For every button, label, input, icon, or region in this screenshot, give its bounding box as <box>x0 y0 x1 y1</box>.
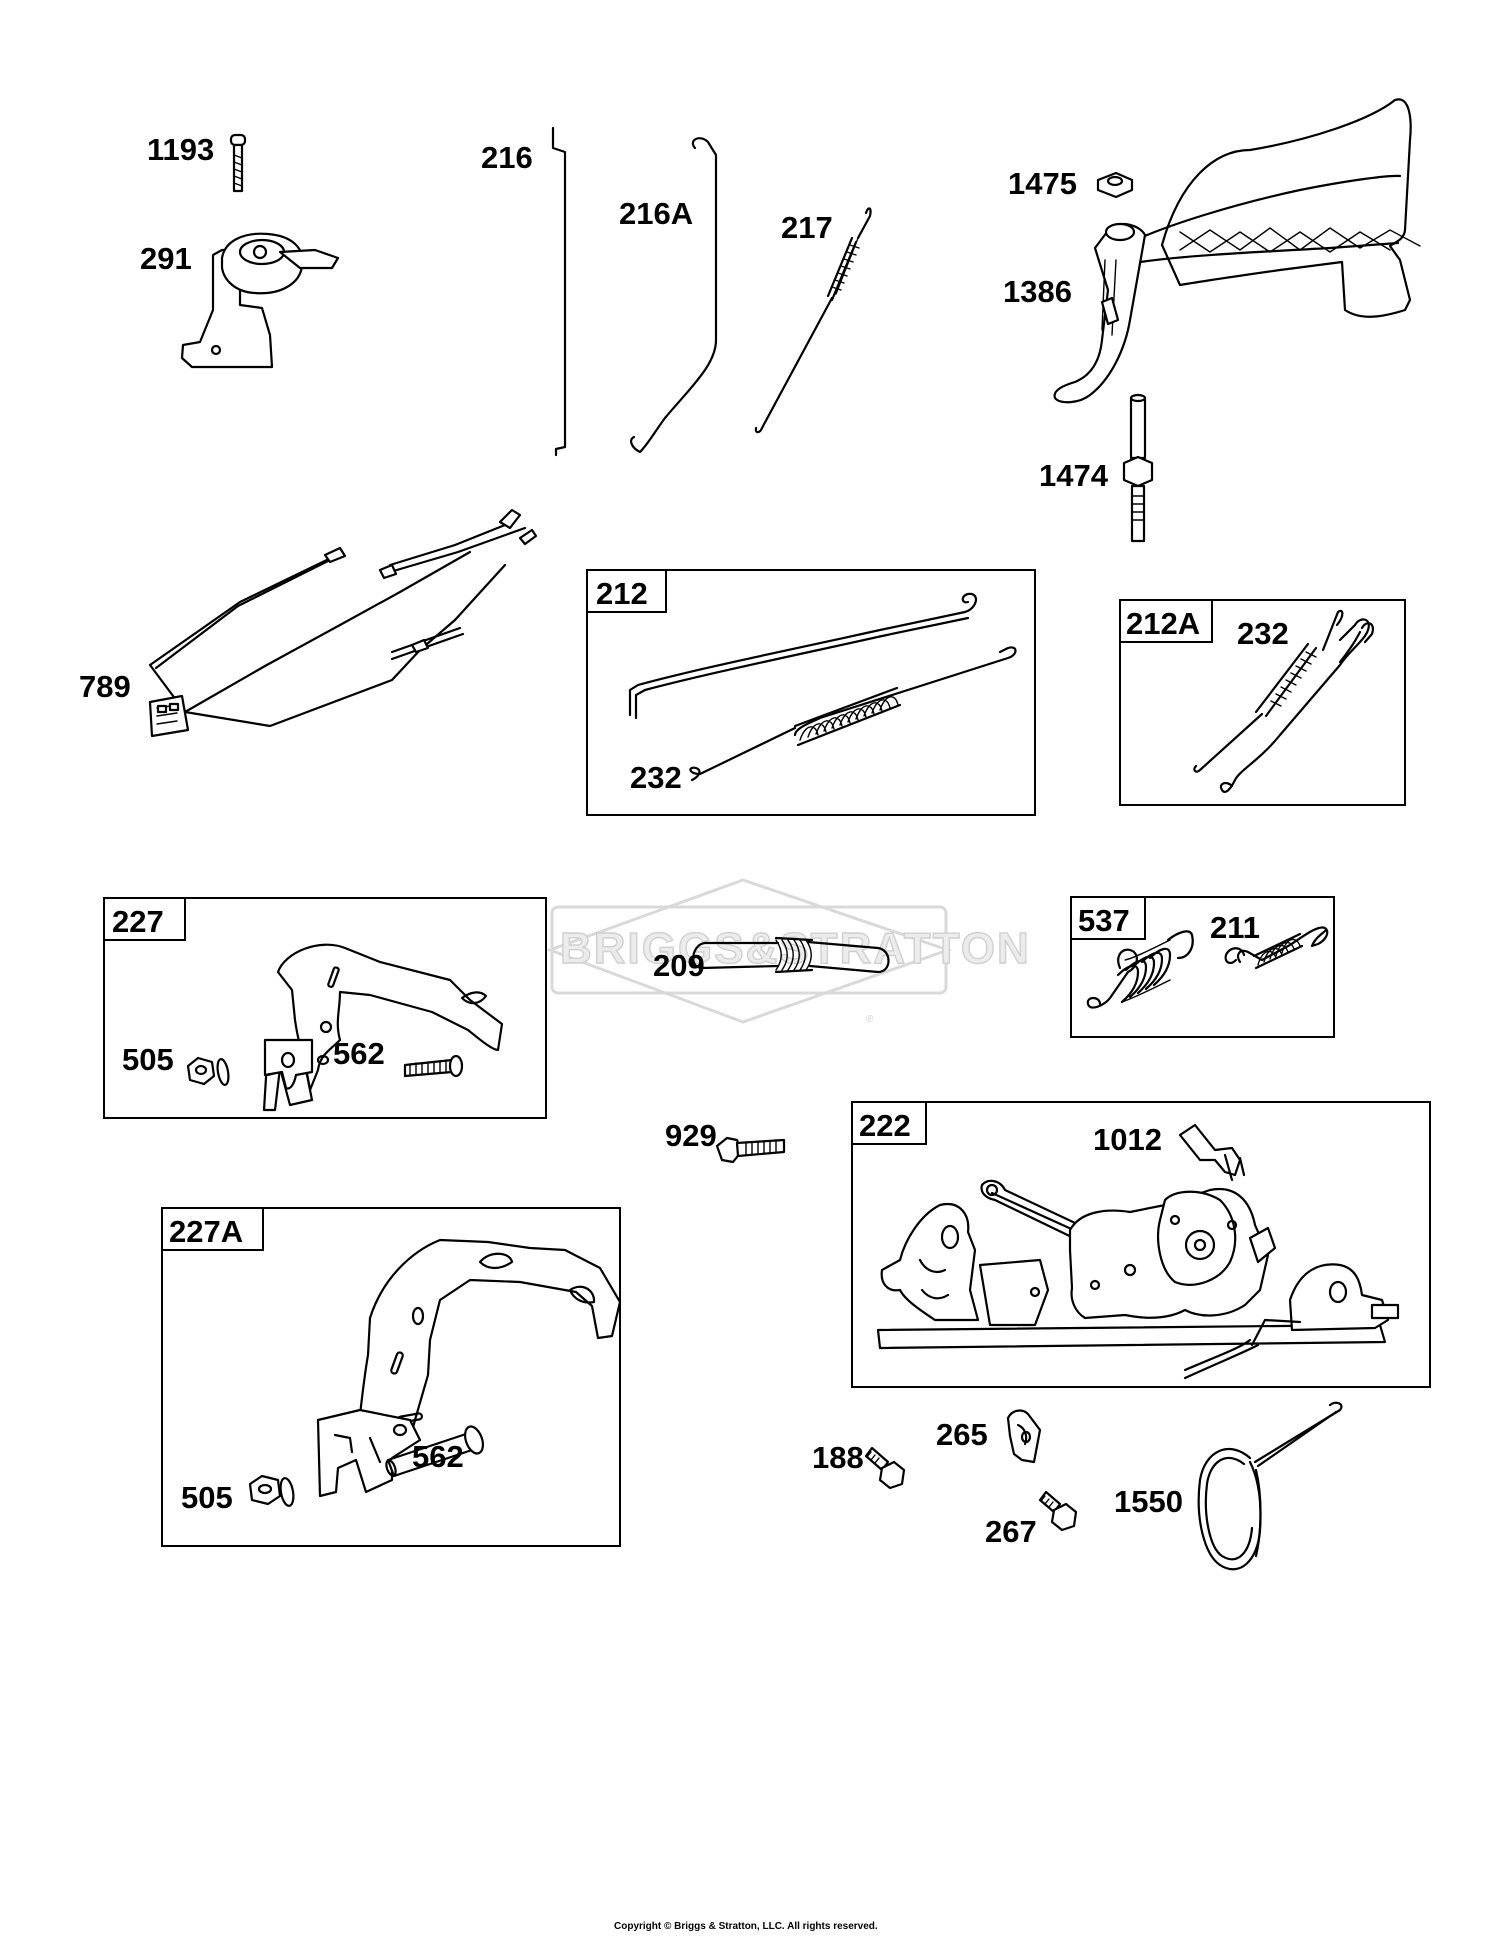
watermark-registered-mark: ® <box>866 1014 874 1025</box>
label-505: 505 <box>122 1042 174 1077</box>
group-box-227 <box>103 897 547 1119</box>
label-209: 209 <box>653 948 705 983</box>
part-227A-control-bracket <box>316 1238 622 1498</box>
part-212A-spring-rod <box>1193 609 1374 794</box>
group-box-212 <box>586 569 1036 816</box>
part-216A-link <box>630 137 718 454</box>
label-227: 227 <box>112 904 164 939</box>
brand-watermark: BRIGGS&STRATTON ® <box>545 878 1031 1025</box>
part-1474-stud <box>1122 393 1154 543</box>
part-222-control-bracket-assembly <box>876 1179 1400 1380</box>
label-1474: 1474 <box>1039 458 1109 493</box>
part-1475-nut <box>1096 171 1134 199</box>
label-1012: 1012 <box>1093 1122 1162 1157</box>
label-537: 537 <box>1078 903 1130 938</box>
label-232: 232 <box>630 760 682 795</box>
part-505-nut-227A <box>248 1474 295 1507</box>
label-216A: 216A <box>619 196 693 231</box>
label-222: 222 <box>859 1108 911 1143</box>
group-box-222 <box>851 1101 1431 1388</box>
label-562: 562 <box>333 1036 385 1071</box>
part-562-bolt <box>403 1054 464 1078</box>
label-1550: 1550 <box>1114 1484 1183 1519</box>
label-1475: 1475 <box>1008 166 1077 201</box>
part-209-spring <box>692 936 890 974</box>
watermark-text: BRIGGS&STRATTON <box>560 924 1031 973</box>
label-217: 217 <box>781 210 833 245</box>
part-562-bolt-227A <box>385 1425 485 1478</box>
part-929-bolt <box>715 1136 786 1164</box>
label-232: 232 <box>1237 616 1289 651</box>
part-212-governor-spring-rod <box>628 592 1017 782</box>
label-1386: 1386 <box>1003 274 1072 309</box>
label-227A: 227A <box>169 1214 243 1249</box>
part-1193-screw <box>229 133 247 193</box>
part-1386-air-vane <box>1053 98 1421 404</box>
part-216-governor-link <box>551 126 567 457</box>
label-505: 505 <box>181 1480 233 1515</box>
part-265-clip <box>1006 1409 1042 1464</box>
part-labels: 1193 291 216 216A 217 1475 1386 1474 789… <box>79 132 1289 1549</box>
label-216: 216 <box>481 140 533 175</box>
part-537-spring-kit <box>1086 926 1329 1009</box>
label-562: 562 <box>412 1439 464 1474</box>
part-188-screw <box>864 1446 906 1490</box>
label-267: 267 <box>985 1514 1037 1549</box>
copyright-footer: Copyright © Briggs & Stratton, LLC. All … <box>614 1921 878 1932</box>
group-box-212A <box>1119 599 1406 806</box>
label-789: 789 <box>79 669 131 704</box>
label-211: 211 <box>1210 910 1260 945</box>
label-291: 291 <box>140 241 192 276</box>
label-929: 929 <box>665 1118 717 1153</box>
part-291-governor-bracket <box>180 232 340 369</box>
label-212: 212 <box>596 576 648 611</box>
part-505-nut <box>186 1056 230 1086</box>
label-265: 265 <box>936 1417 988 1452</box>
part-217-spring <box>754 207 872 434</box>
group-box-227A <box>161 1207 621 1547</box>
label-212A: 212A <box>1126 606 1200 641</box>
label-1193: 1193 <box>147 132 214 167</box>
part-267-screw <box>1038 1490 1078 1532</box>
part-1550-torsion-spring <box>1197 1401 1343 1571</box>
part-789-wiring-harness <box>148 508 538 738</box>
part-1012-clip <box>1178 1123 1246 1182</box>
part-227-control-bracket <box>262 943 504 1112</box>
group-box-537 <box>1070 896 1335 1038</box>
label-188: 188 <box>812 1440 864 1475</box>
